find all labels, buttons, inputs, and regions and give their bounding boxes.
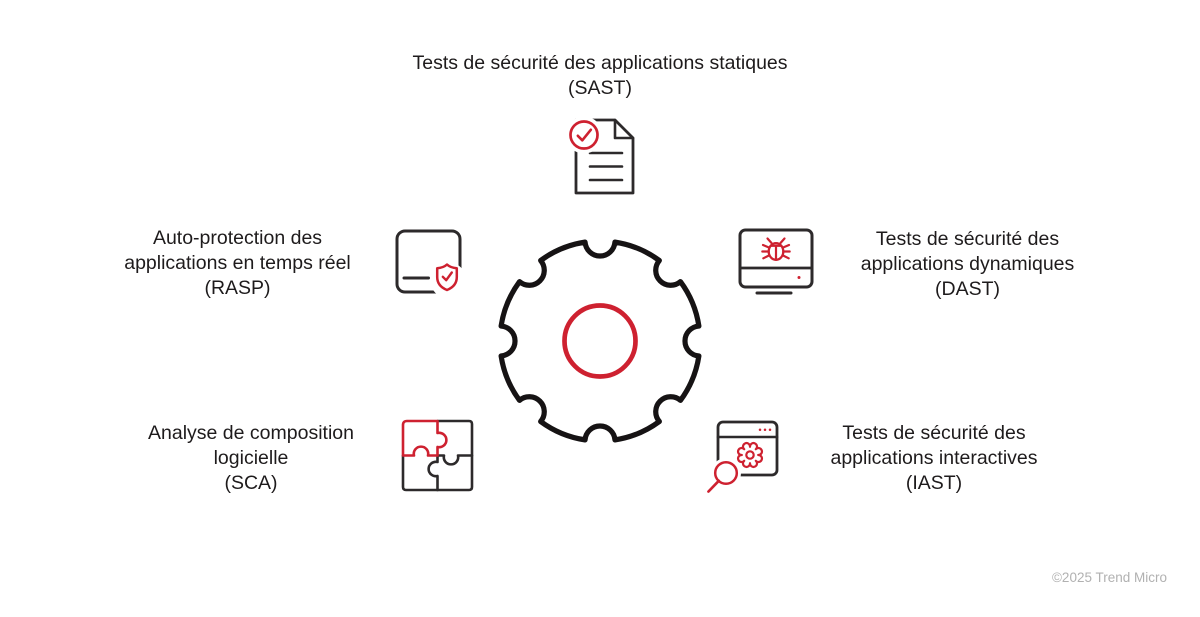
label-iast: Tests de sécurité des applications inter… (788, 421, 1080, 496)
app-window-shield-icon (390, 224, 466, 302)
gear-hub-circle (562, 303, 638, 379)
label-dast-line-3: (DAST) (935, 278, 1000, 300)
puzzle-pieces-icon (398, 416, 478, 496)
label-iast-line-1: Tests de sécurité des (842, 422, 1026, 444)
label-dast-line-1: Tests de sécurité des (875, 228, 1060, 250)
browser-menu-dots (758, 428, 772, 432)
label-rasp-line-1: Auto-protection des (152, 227, 323, 249)
document-check-icon (560, 110, 644, 202)
label-dast-line-2: applications dynamiques (860, 253, 1075, 275)
label-sca-line-2: logicielle (213, 447, 289, 469)
label-sca-line-3: (SCA) (224, 472, 278, 494)
label-sca: Analyse de composition logicielle (SCA) (105, 421, 397, 496)
shield-halo (430, 262, 466, 298)
label-sca-line-1: Analyse de composition (148, 422, 354, 444)
monitor-dot (797, 276, 801, 279)
label-dast: Tests de sécurité des applications dynam… (820, 227, 1115, 302)
gear-icon (494, 235, 706, 447)
label-sast: Tests de sécurité des applications stati… (300, 51, 900, 101)
magnifier-glyph (707, 460, 739, 493)
bug-glyph (761, 237, 791, 261)
label-sast-line-1: Tests de sécurité des applications stati… (412, 52, 788, 74)
label-sast-line-2: (SAST) (568, 77, 632, 99)
label-rasp: Auto-protection des applications en temp… (95, 226, 380, 301)
label-iast-line-3: (IAST) (905, 472, 963, 494)
label-rasp-line-2: applications en temps réel (124, 252, 351, 274)
label-rasp-line-3: (RASP) (204, 277, 271, 299)
browser-cog-magnifier-icon (702, 418, 782, 502)
label-iast-line-2: applications interactives (830, 447, 1038, 469)
cog-glyph (736, 441, 764, 469)
monitor-bug-icon (737, 226, 817, 300)
copyright-text: ©2025 Trend Micro (1051, 570, 1167, 585)
